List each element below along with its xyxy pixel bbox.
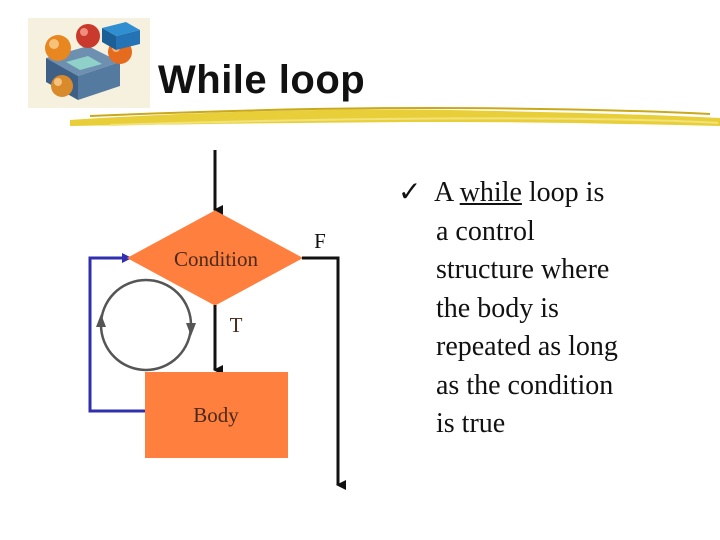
bullet-line: a control xyxy=(436,215,535,247)
repeat-cycle-icon xyxy=(99,278,193,372)
bullet-line: structure where xyxy=(436,254,610,285)
bullet-point: ✓ A while loop is a control structure whe… xyxy=(398,174,698,444)
false-path xyxy=(302,256,346,490)
slide-title: While loop xyxy=(158,58,366,102)
bullet-line: is true xyxy=(436,408,506,439)
bullet-article: A xyxy=(434,177,453,208)
true-label: T xyxy=(230,313,243,337)
false-label: F xyxy=(314,229,326,253)
cubes-logo-icon xyxy=(28,18,150,108)
body-label: Body xyxy=(193,403,239,427)
title-underline-brush xyxy=(70,106,720,126)
body-box xyxy=(145,372,288,458)
bullet-keyword: while xyxy=(459,177,522,208)
bullet-line: repeated as long xyxy=(436,331,618,362)
repeat-arrowhead-left xyxy=(96,314,106,327)
bullet-line: the body is xyxy=(436,292,559,324)
repeat-arrowhead-right xyxy=(186,323,196,336)
condition-label: Condition xyxy=(174,247,259,271)
check-icon: ✓ xyxy=(398,177,422,208)
bullet-after-keyword: loop is xyxy=(528,177,605,208)
bullet-line: as the condition xyxy=(436,369,614,401)
